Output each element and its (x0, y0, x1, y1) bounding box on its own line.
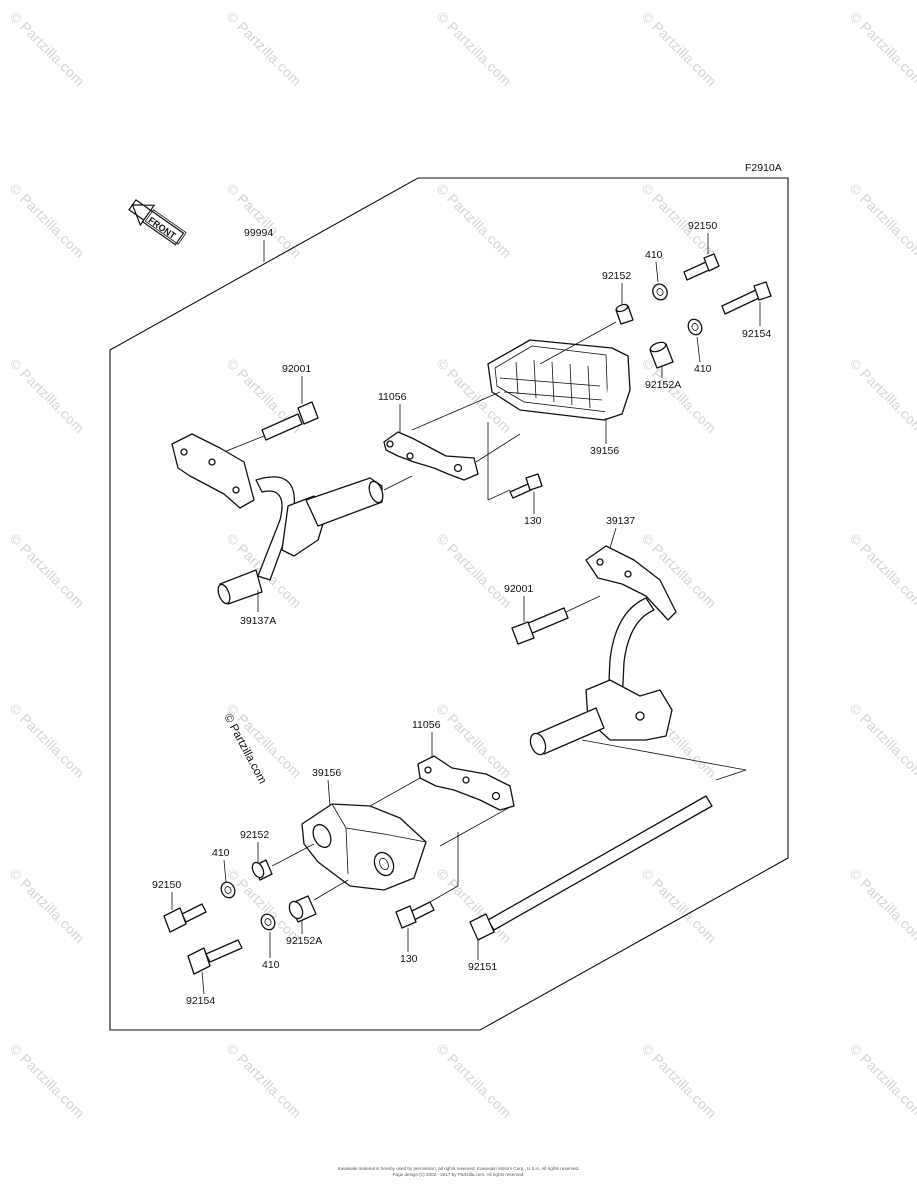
kit-boundary (109, 177, 789, 1031)
washer-410-bottom-2 (260, 913, 276, 931)
footer-line-1: Kawasaki material is hereby used by perm… (337, 1166, 580, 1171)
figure-code: F2910A (745, 162, 782, 174)
label-39156-bottom: 39156 (312, 767, 341, 779)
bolt-92154-bottom (187, 939, 243, 975)
label-39137: 39137 (606, 515, 635, 527)
label-92152-bottom: 92152 (240, 829, 269, 841)
bolt-92151 (469, 795, 713, 941)
label-92150-bottom: 92150 (152, 879, 181, 891)
label-92154-bottom: 92154 (186, 995, 215, 1007)
bolt-130-bottom (395, 901, 435, 929)
footer-line-2: Page design (c) 2002 - 2017 by Partzilla… (392, 1172, 525, 1177)
label-39156-top: 39156 (590, 445, 619, 457)
label-410-top-2: 410 (694, 363, 712, 375)
bolt-92150-bottom (163, 903, 207, 933)
label-92152-top: 92152 (602, 270, 631, 282)
washer-410-top-2 (687, 318, 703, 336)
label-92001-top: 92001 (282, 363, 311, 375)
bolt-130-top (509, 473, 543, 499)
collar-92152-top (615, 303, 634, 325)
collar-92152A-bottom (288, 895, 317, 923)
label-410-bottom: 410 (212, 847, 230, 859)
collar-92152A-top (649, 341, 674, 369)
label-130-top: 130 (524, 515, 542, 527)
bolt-92150-top (683, 253, 720, 281)
washer-410-top (652, 283, 668, 301)
bracket-11056-bottom (417, 755, 515, 811)
label-99994: 99994 (244, 227, 273, 239)
frame-slider-bottom (301, 803, 427, 891)
front-arrow-icon: FRONT (128, 199, 187, 246)
bracket-39137 (529, 545, 677, 756)
frame-slider-top (487, 339, 631, 421)
label-130-bottom: 130 (400, 953, 418, 965)
bolt-92001-mid (511, 607, 569, 645)
label-39137A: 39137A (240, 615, 276, 627)
label-92151: 92151 (468, 961, 497, 973)
bracket-39137A-top (171, 433, 384, 605)
collar-92152-bottom (251, 859, 273, 881)
label-92152A-bottom: 92152A (286, 935, 322, 947)
label-92150-top: 92150 (688, 220, 717, 232)
washer-410-bottom (220, 881, 236, 899)
label-410-top: 410 (645, 249, 663, 261)
label-92001-mid: 92001 (504, 583, 533, 595)
label-11056-top: 11056 (378, 391, 407, 403)
label-11056-bottom: 11056 (412, 719, 441, 731)
footer: Kawasaki material is hereby used by perm… (0, 1166, 917, 1178)
label-92152A-top: 92152A (645, 379, 681, 391)
label-410-bottom-2: 410 (262, 959, 280, 971)
bolt-92154-top (721, 281, 772, 315)
bracket-11056-top (383, 431, 479, 481)
label-92154-top: 92154 (742, 328, 771, 340)
bolt-92001-top (261, 401, 319, 441)
